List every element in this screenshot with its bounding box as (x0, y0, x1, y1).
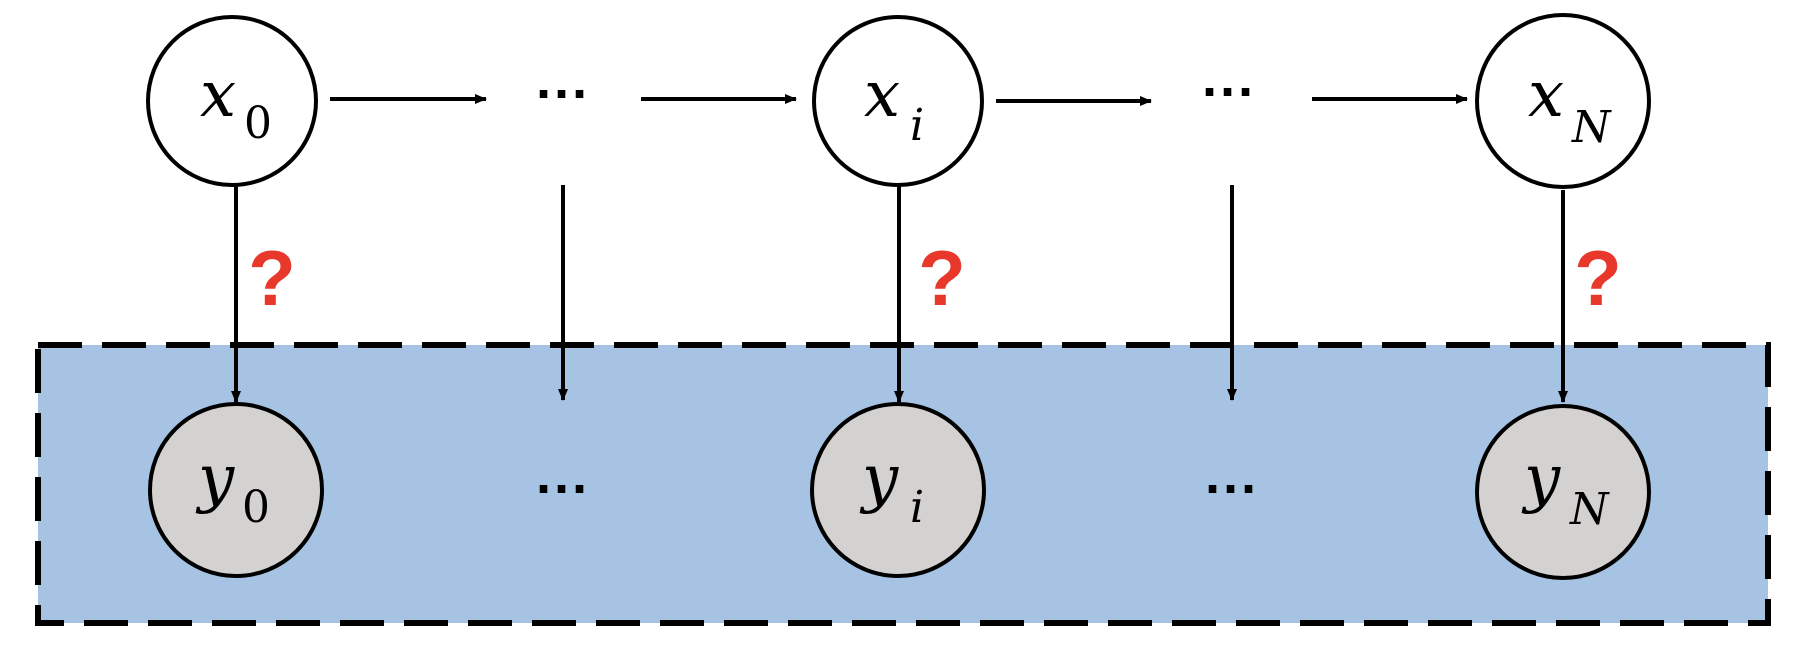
node-yN: y N (1475, 404, 1651, 580)
node-xN-var: x (1528, 58, 1564, 132)
node-yi: y i (810, 402, 986, 578)
question-mark-0: ? (248, 234, 296, 322)
node-yN-var: y (1521, 442, 1561, 516)
node-x0-var: x (200, 58, 236, 132)
ellipsis-top-2: ··· (1202, 62, 1256, 122)
ellipsis-top-1: ··· (536, 64, 590, 124)
node-yN-sub: N (1569, 484, 1610, 535)
question-mark-N: ? (1574, 234, 1622, 322)
node-xi-sub: i (910, 100, 924, 151)
node-y0: y 0 (148, 402, 324, 578)
node-xN-sub: N (1571, 102, 1612, 153)
node-yi-sub: i (910, 482, 924, 533)
node-x0: x 0 (146, 15, 318, 187)
node-x0-sub: 0 (244, 98, 272, 149)
node-xN: x N (1475, 13, 1651, 189)
node-xi: x i (812, 15, 984, 187)
ellipsis-bottom-1: ··· (536, 459, 590, 519)
node-y0-var: y (195, 442, 235, 516)
node-xi-var: x (864, 58, 900, 132)
ellipsis-bottom-2: ··· (1205, 459, 1259, 519)
node-y0-sub: 0 (242, 482, 270, 533)
question-mark-i: ? (918, 234, 966, 322)
node-yi-var: y (859, 442, 899, 516)
